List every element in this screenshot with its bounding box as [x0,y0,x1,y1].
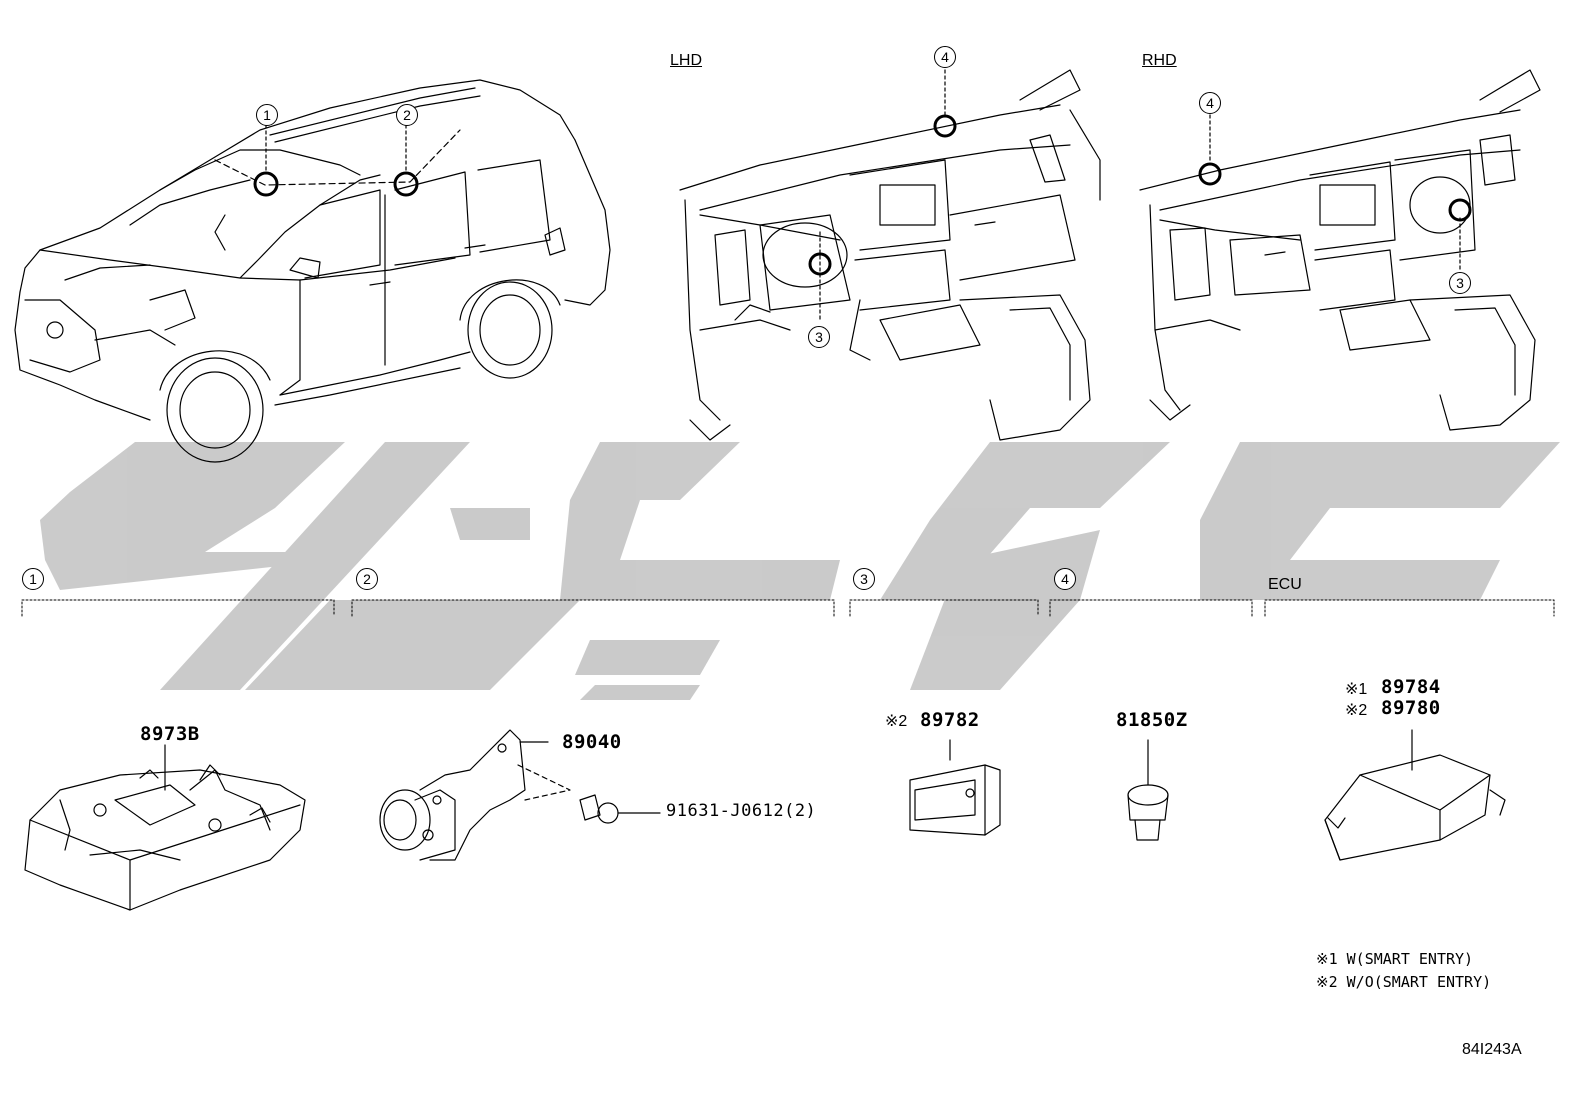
watermark-logo [40,442,1560,700]
part-number-91631: 91631-J0612(2) [666,801,817,821]
part-ecu-drawing [1324,729,1506,861]
part-number-89784: 89784 [1381,676,1441,698]
vehicle-outline [14,79,611,463]
section-3-header: 3 [853,568,875,590]
callout-4-lhd: 4 [934,46,956,68]
callout-1-vehicle: 1 [256,104,278,126]
note-2-text: W/O(SMART ENTRY) [1346,973,1492,991]
section-ecu-header: ECU [1268,576,1302,593]
section-4-header: 4 [1054,568,1076,590]
part-89040-drawing [379,729,661,861]
note-1: ※1 W(SMART ENTRY) [1316,950,1473,968]
note-2-mark: ※2 [1316,973,1338,991]
note-1-text: W(SMART ENTRY) [1346,950,1474,968]
diagram-code: 84I243A [1462,1041,1522,1058]
rhd-dashboard [1139,69,1541,431]
rhd-label: RHD [1142,52,1177,69]
note-2: ※2 W/O(SMART ENTRY) [1316,973,1491,991]
part-number-89782: 89782 [920,709,980,731]
part-89782-drawing [909,739,1001,836]
part-number-89040: 89040 [562,731,622,753]
line-art [14,69,1555,911]
part-8973B-drawing [24,744,306,911]
part-number-89780: 89780 [1381,697,1441,719]
callout-3-rhd: 3 [1449,272,1471,294]
callout-4-rhd: 4 [1199,92,1221,114]
section-brackets [21,599,1555,617]
part-number-8973B: 8973B [140,723,200,745]
mark-89782: ※2 [885,713,908,730]
lhd-dashboard [679,69,1101,441]
note-1-mark: ※1 [1316,950,1338,968]
part-81850Z-drawing [1127,739,1169,841]
mark-89780: ※2 [1345,702,1368,719]
part-number-81850Z: 81850Z [1116,709,1188,731]
section-2-header: 2 [356,568,378,590]
lhd-label: LHD [670,52,703,69]
mark-89784: ※1 [1345,681,1368,698]
callout-3-lhd: 3 [808,326,830,348]
section-1-header: 1 [22,568,44,590]
callout-2-vehicle: 2 [396,104,418,126]
